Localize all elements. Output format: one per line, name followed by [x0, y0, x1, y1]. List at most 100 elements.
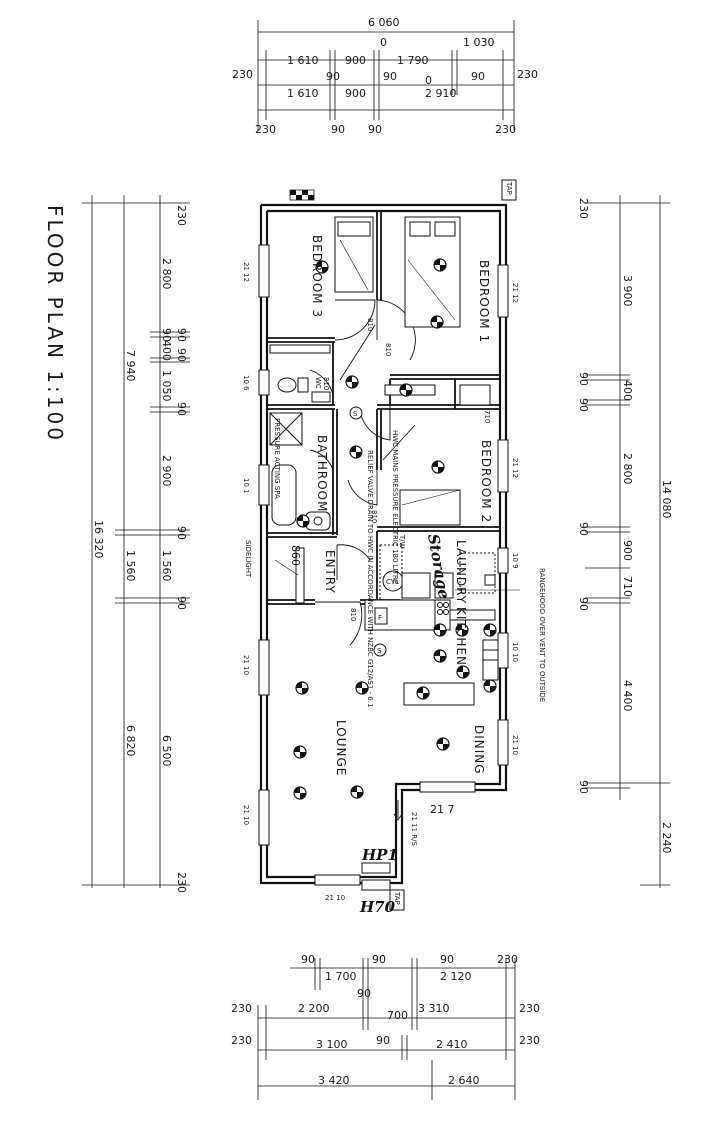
tap-box	[502, 180, 516, 200]
dim-label: 0	[425, 74, 432, 87]
dim-label: 2 900	[160, 455, 173, 487]
door-swing	[348, 470, 377, 505]
dim-label: 90	[175, 402, 188, 416]
smoke-detector	[350, 407, 362, 419]
door-swing	[315, 602, 362, 645]
dim-label: 2 800	[160, 258, 173, 290]
dim-label: 90	[372, 953, 386, 966]
room-label-bedroom-2: BEDROOM 2	[479, 440, 493, 523]
dim-label: 1 610	[287, 54, 319, 67]
window-label: 21 10	[325, 894, 345, 902]
wardrobe	[270, 345, 330, 353]
fridge-label: F	[378, 614, 382, 622]
dim-label: 3 420	[318, 1074, 350, 1087]
left-dim-labels: 230 2 800 90 90 400 90 7 940 1 050 90 2 …	[92, 205, 188, 893]
dim-label: 1 560	[124, 550, 137, 582]
dim-label: 16 320	[92, 520, 105, 559]
dim-label: 900	[345, 54, 366, 67]
dim-label: 6 500	[160, 735, 173, 767]
light-fitting-icon	[296, 514, 310, 528]
room-label-laundry: LAUNDRY	[454, 540, 468, 604]
window-label: 10 9	[511, 553, 519, 569]
toilet	[277, 377, 297, 393]
washer	[435, 573, 453, 598]
dim-label: 900	[621, 540, 634, 561]
bathtub	[272, 465, 296, 525]
plan-title: FLOOR PLAN 1:100	[43, 205, 67, 443]
rangehood-note: RANGEHOOD OVER VENT TO OUTSIDE	[538, 568, 546, 702]
fridge	[375, 608, 387, 624]
bench-top	[450, 610, 495, 620]
window-label: 21 10	[511, 735, 519, 755]
vanity	[312, 392, 330, 402]
pillow	[435, 222, 455, 236]
dim-label: 90	[376, 1034, 390, 1047]
pillow	[338, 222, 370, 236]
light-fitting-icon	[483, 679, 497, 693]
dim-label: 1 700	[325, 970, 357, 983]
smoke-detector	[374, 644, 386, 656]
light-fitting-icon	[431, 460, 445, 474]
cylinder-label: CYL	[386, 578, 399, 586]
dim-label: 6 820	[124, 725, 137, 757]
window	[498, 548, 508, 573]
dim-label: 400	[621, 380, 634, 401]
dim-label: 2 120	[440, 970, 472, 983]
room-label-bedroom-3: BEDROOM 3	[310, 235, 324, 318]
dim-label: 14 080	[660, 480, 673, 519]
window	[498, 633, 508, 668]
top-dim-labels: 6 060 0 1 030 1 610 900 1 790 230 90 90 …	[232, 16, 538, 136]
smoke-label: S	[377, 647, 382, 655]
light-fitting-icon	[293, 786, 307, 800]
dim-label: 90	[577, 597, 590, 611]
door-label: 710	[483, 410, 491, 423]
door-label: 810	[322, 377, 330, 390]
window-label: 10 6	[242, 375, 250, 391]
dim-label: 3 310	[418, 1002, 450, 1015]
room-label-bathroom: BATHROOM	[315, 435, 329, 512]
dim-label: 230	[255, 123, 276, 136]
dim-label: 90	[577, 372, 590, 386]
room-label-dining: DINING	[472, 725, 486, 775]
dim-label: 90	[175, 328, 188, 342]
dim-label: 230	[519, 1002, 540, 1015]
bottom-dimensions	[258, 958, 515, 1100]
laundry-tub	[402, 573, 430, 598]
door-swing	[335, 300, 375, 340]
exterior-walls	[261, 205, 506, 883]
window-label: 21 10	[242, 805, 250, 825]
light-fitting-icon	[483, 623, 497, 637]
window	[259, 370, 269, 395]
dim-label: 2 240	[660, 822, 673, 854]
window-label: 10 10	[511, 642, 519, 662]
dim-label: 230	[231, 1002, 252, 1015]
window-labels: 21 12 10 6 10 1 21 10 21 10 21 12 21 12 …	[242, 262, 519, 902]
dim-label: 90	[471, 70, 485, 83]
dim-label: 7 940	[124, 350, 137, 382]
dim-label: 2 910	[425, 87, 457, 100]
dim-label: 90	[175, 348, 188, 362]
light-fitting-icon	[295, 681, 309, 695]
dim-label: 90	[383, 70, 397, 83]
wardrobe	[460, 385, 490, 405]
dim-label: 6 060	[368, 16, 400, 29]
right-dim-labels: 230 3 900 90 400 90 14 080 2 800 90 900 …	[577, 198, 673, 854]
dim-label: 90	[326, 70, 340, 83]
window-label: 10 1	[242, 478, 250, 494]
tap-box	[390, 890, 404, 910]
dim-label: 90	[331, 123, 345, 136]
window	[420, 782, 475, 792]
light-fitting-icon	[416, 686, 430, 700]
dim-label: 230	[517, 68, 538, 81]
dim-label: 1 030	[463, 36, 495, 49]
annotations: HWC MAINS PRESSURE ELECTRIC 180 LITRE RE…	[275, 430, 546, 846]
sidelight-window	[296, 548, 304, 603]
light-fitting-icon	[433, 623, 447, 637]
door-swing	[360, 405, 390, 440]
room-label-lounge: LOUNGE	[334, 720, 348, 776]
tap	[485, 575, 495, 585]
dim-label: 230	[232, 68, 253, 81]
door-label: 810	[349, 608, 357, 621]
window-label: 21 10	[242, 655, 250, 675]
spa-label: PRESSURE ACTING SPA	[273, 418, 281, 499]
